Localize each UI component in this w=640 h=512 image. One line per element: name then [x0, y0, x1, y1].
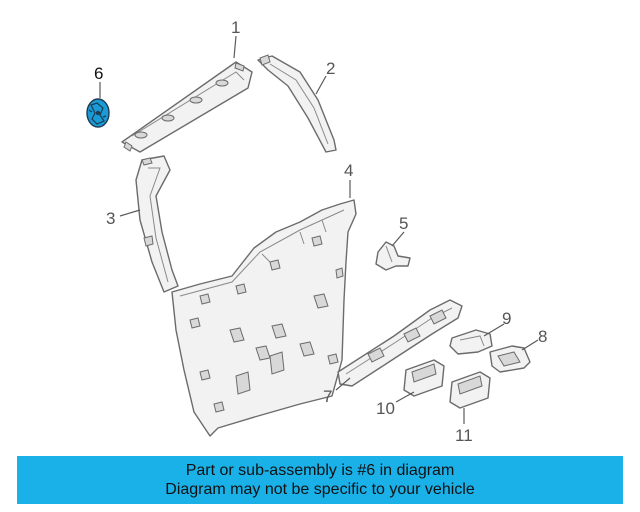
callout-4: 4: [344, 161, 353, 180]
part-8-switch-bezel[interactable]: [489, 345, 531, 373]
part-6-fastener-highlighted[interactable]: [86, 98, 110, 128]
part-10-switch[interactable]: [403, 359, 445, 397]
callout-10: 10: [376, 399, 395, 418]
banner-line-2: Diagram may not be specific to your vehi…: [165, 481, 475, 498]
part-3-side-garnish[interactable]: [135, 155, 179, 293]
part-5-clip[interactable]: [375, 241, 411, 271]
banner-line-1: Part or sub-assembly is #6 in diagram: [185, 462, 455, 479]
parts-diagram: 1 2 3 4 5 6 7 8 9 10 11: [86, 18, 547, 445]
callout-5: 5: [399, 214, 408, 233]
leader-lines: [99, 35, 539, 424]
info-banner: Part or sub-assembly is #6 in diagram Di…: [17, 456, 623, 504]
callout-7: 7: [323, 387, 332, 406]
callout-8: 8: [538, 327, 547, 346]
part-4-lower-trim-panel[interactable]: [171, 199, 357, 437]
callout-6: 6: [94, 64, 103, 83]
callout-3: 3: [106, 209, 115, 228]
callout-9: 9: [502, 309, 511, 328]
part-11-switch[interactable]: [449, 371, 491, 409]
part-2-side-garnish[interactable]: [257, 54, 337, 153]
part-9-bracket[interactable]: [449, 329, 493, 355]
callout-1: 1: [231, 18, 240, 37]
part-1-upper-garnish[interactable]: [121, 61, 253, 153]
callout-2: 2: [326, 59, 335, 78]
part-7-handle-molding[interactable]: [337, 299, 463, 387]
callout-11: 11: [455, 426, 473, 445]
